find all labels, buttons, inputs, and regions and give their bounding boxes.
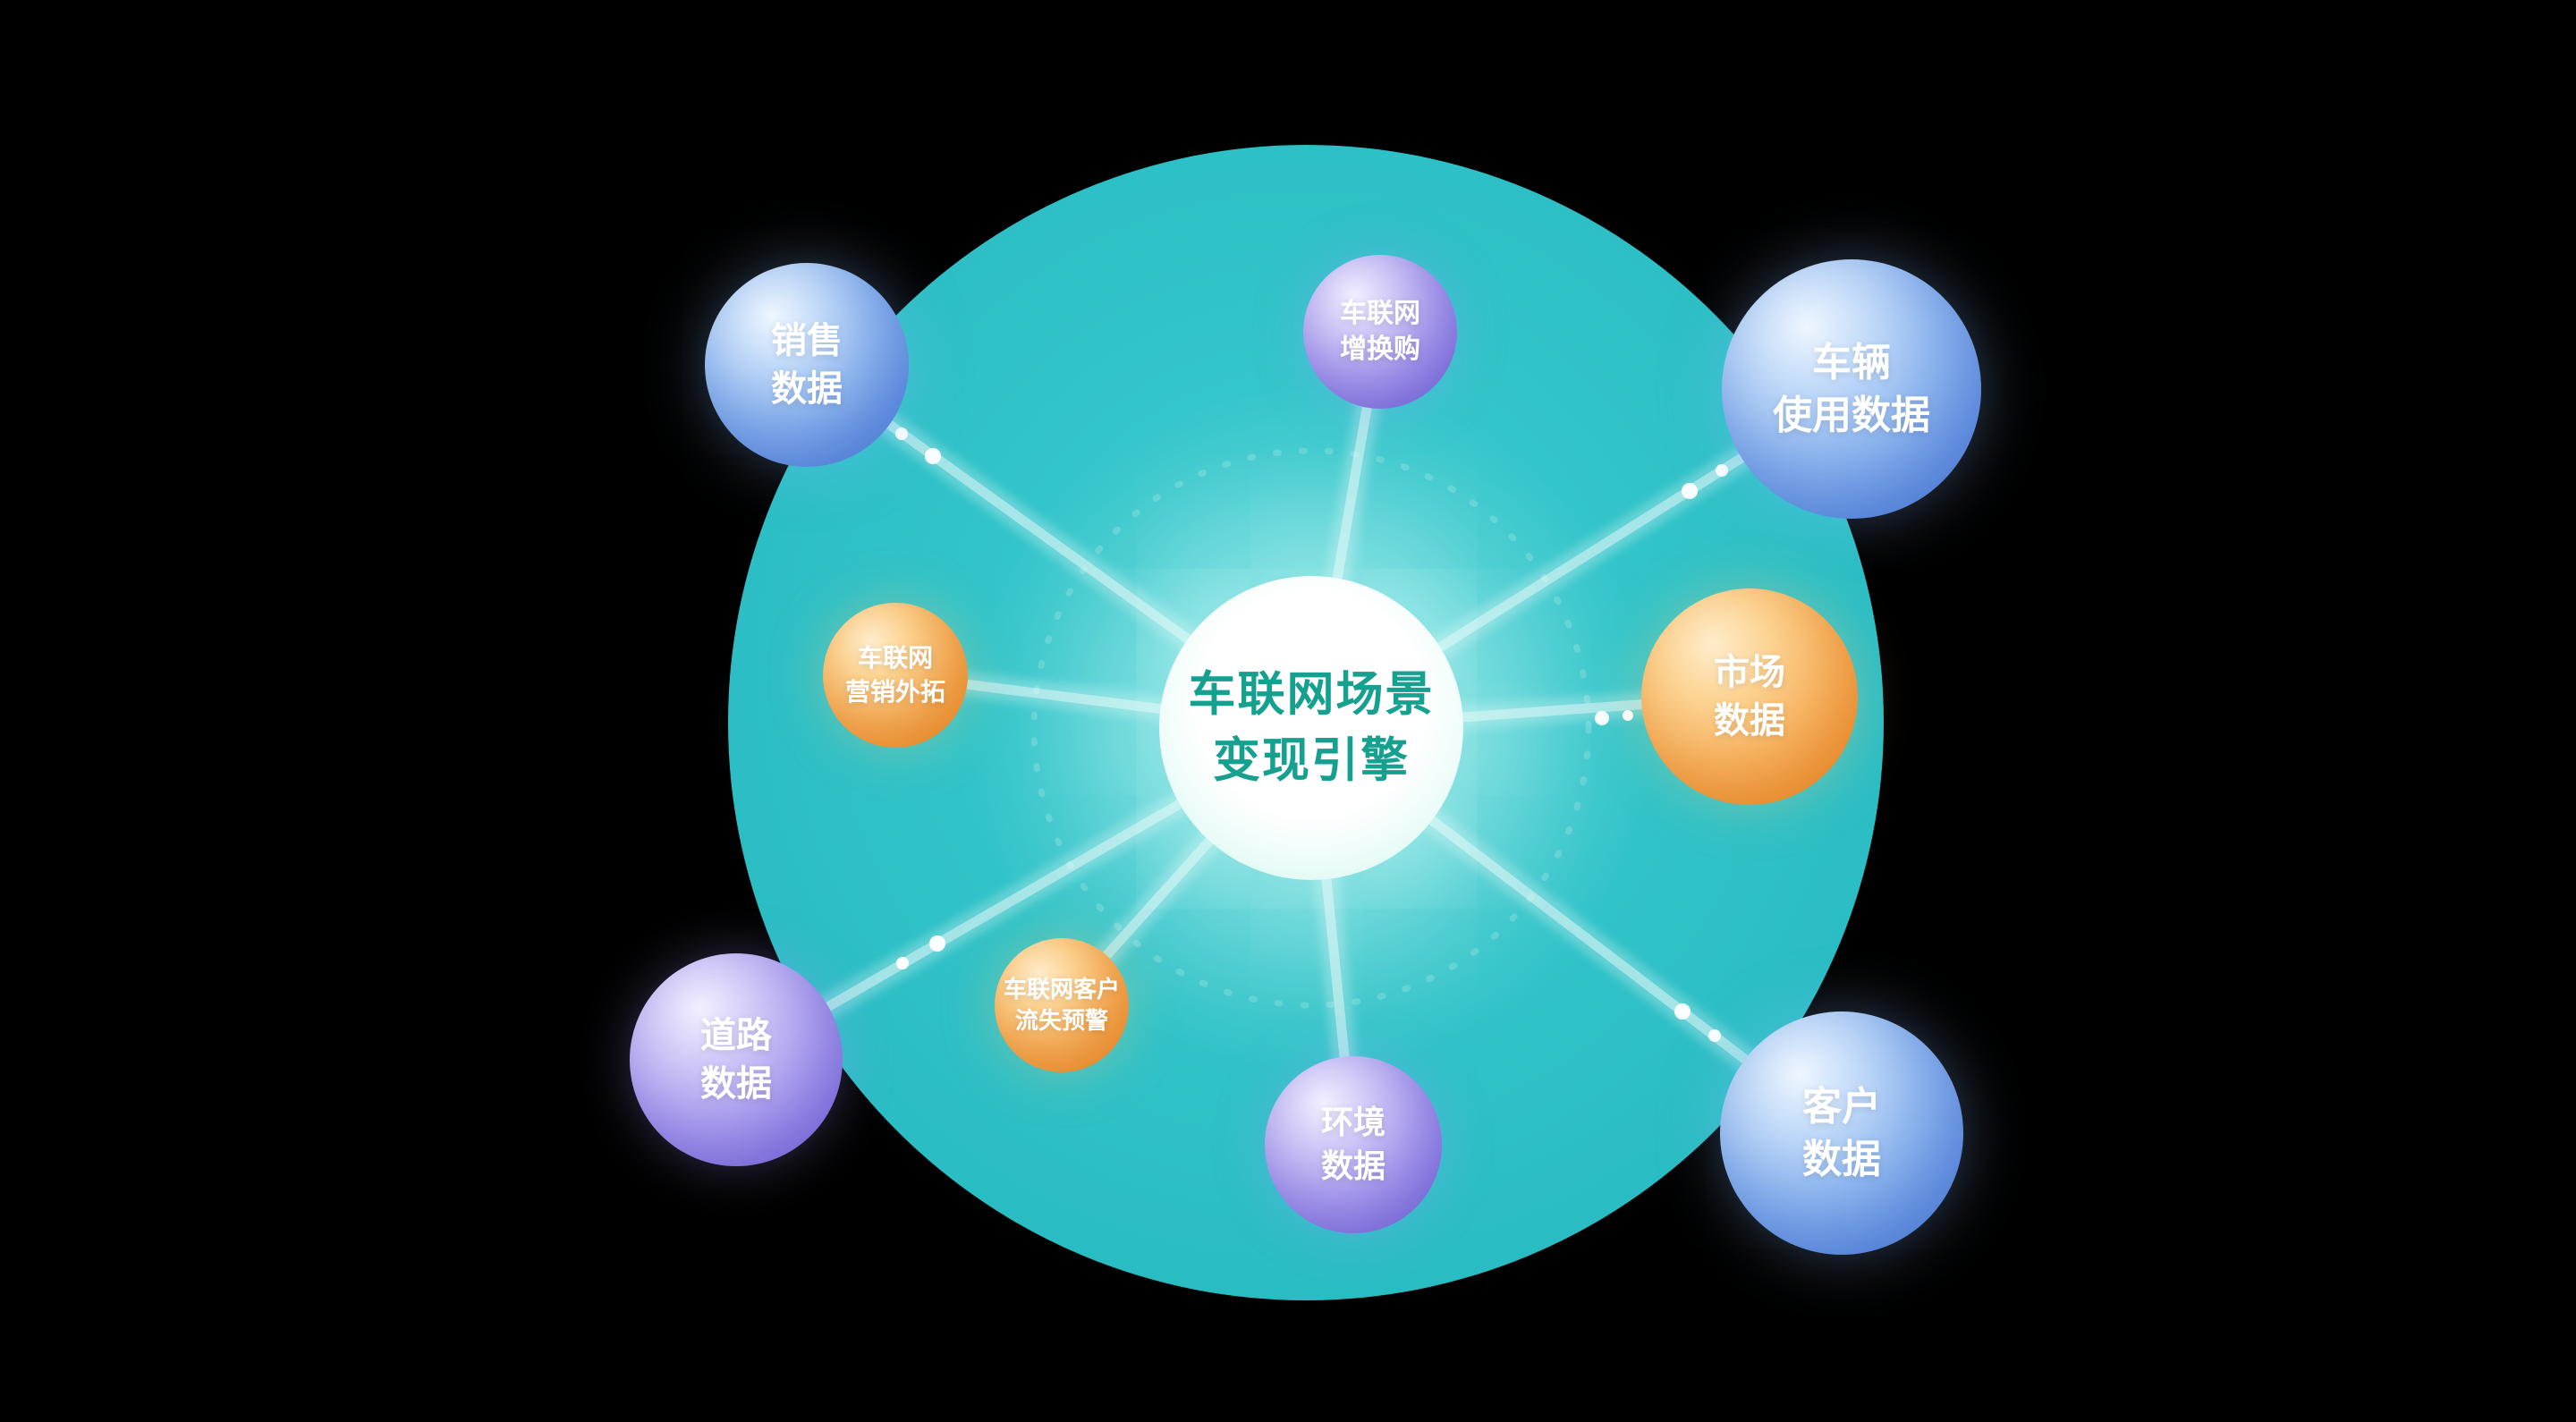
node-marketing-expansion: 车联网 营销外拓 <box>823 603 968 748</box>
beam-sparkle-dots <box>895 427 1728 1042</box>
node-vehicle-usage-label: 车辆 使用数据 <box>1773 340 1930 437</box>
center-hub-label: 车联网场景 变现引擎 <box>1188 667 1435 787</box>
node-churn-label: 车联网客户 流失预警 <box>1003 975 1120 1034</box>
node-sales-data: 销售 数据 <box>705 263 909 467</box>
dashed-ring <box>1030 447 1592 1009</box>
node-trade-in: 车联网 增换购 <box>1303 255 1457 409</box>
node-customer-churn-warning: 车联网客户 流失预警 <box>995 938 1129 1072</box>
node-market-label: 市场 数据 <box>1714 653 1785 741</box>
node-vehicle-usage-data: 车辆 使用数据 <box>1722 259 1981 519</box>
node-marketing-label: 车联网 营销外拓 <box>844 644 945 706</box>
node-customer-label: 客户 数据 <box>1802 1084 1881 1181</box>
node-customer-data: 客户 数据 <box>1720 1011 1963 1255</box>
center-hub: 车联网场景 变现引擎 <box>1159 576 1463 880</box>
node-trade-in-label: 车联网 增换购 <box>1340 298 1420 365</box>
node-environment-data: 环境 数据 <box>1265 1056 1442 1233</box>
node-road-label: 道路 数据 <box>700 1016 772 1104</box>
node-environment-label: 环境 数据 <box>1320 1104 1385 1184</box>
node-sales-label: 销售 数据 <box>771 321 843 409</box>
node-road-data: 道路 数据 <box>630 953 843 1166</box>
node-market-data: 市场 数据 <box>1641 588 1858 805</box>
